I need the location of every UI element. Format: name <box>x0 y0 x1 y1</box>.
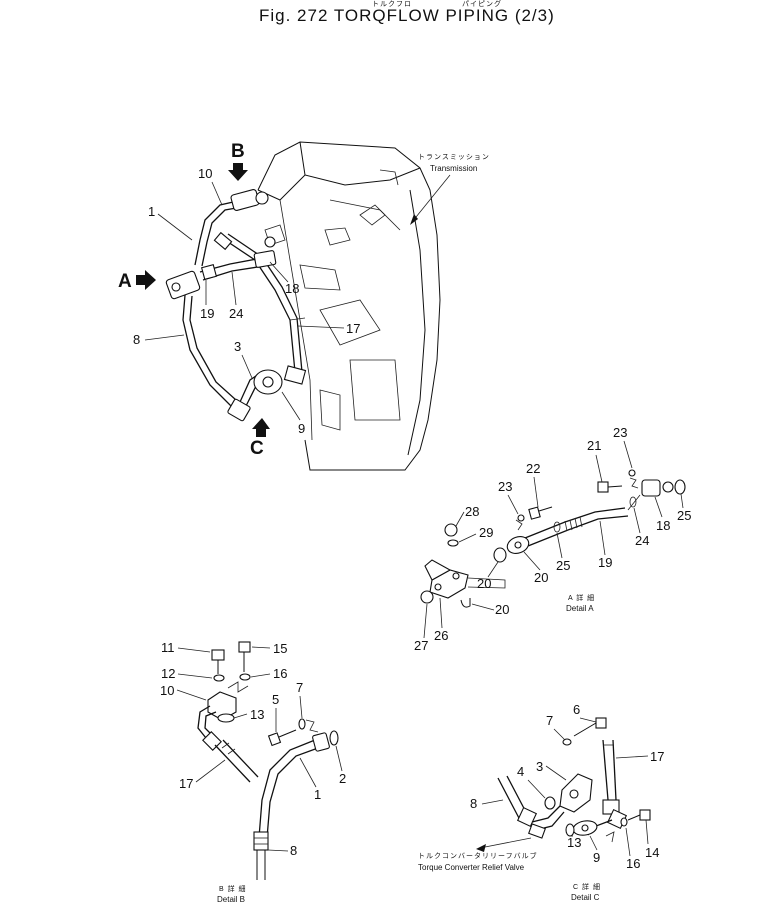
callout-b-13: 13 <box>250 707 264 722</box>
detail-b <box>197 641 339 880</box>
leader-arrowhead <box>410 214 418 225</box>
callout-9: 9 <box>298 421 305 436</box>
block-a-bolt <box>171 282 181 292</box>
detail-b-label: Detail B <box>217 895 245 904</box>
callout-b-15: 15 <box>273 641 287 656</box>
callout-a-23: 23 <box>498 479 512 494</box>
detail-a-label: Detail A <box>566 604 594 613</box>
transmission-housing <box>257 141 441 471</box>
callout-b-10: 10 <box>160 683 174 698</box>
callout-a-24: 19 <box>598 555 612 570</box>
callout-a-18: 18 <box>656 518 670 533</box>
transmission-leader <box>411 174 451 223</box>
callout-a-29: 29 <box>479 525 493 540</box>
detail-a-label-jp: A 詳 細 <box>568 593 595 602</box>
callout-b-5: 5 <box>272 692 279 707</box>
relief-valve-label: Torque Converter Relief Valve <box>418 863 525 872</box>
callout-c-4: 4 <box>517 764 524 779</box>
view-c-arrow <box>252 418 270 437</box>
block-a <box>165 270 201 300</box>
callout-a-25-right: 24 <box>635 533 649 548</box>
detail-c-label-jp: C 詳 細 <box>573 882 601 891</box>
fitting-9 <box>283 365 307 385</box>
callout-b-2: 2 <box>339 771 346 786</box>
callout-c-7: 7 <box>546 713 553 728</box>
hose-clamp-10 <box>213 231 233 251</box>
callout-a-21: 21 <box>587 438 601 453</box>
callout-c-16: 16 <box>626 856 640 871</box>
main-callouts: 1 10 19 24 18 17 8 3 9 <box>133 166 360 436</box>
fitting-18 <box>253 250 277 268</box>
callout-c-6: 6 <box>573 702 580 717</box>
callout-b-17: 17 <box>179 776 193 791</box>
detail-c-callouts: 6 7 3 17 4 8 13 9 16 14 <box>470 702 664 871</box>
callout-3: 3 <box>234 339 241 354</box>
detail-b-label-jp: B 詳 細 <box>219 884 247 893</box>
view-b-letter: B <box>231 141 245 162</box>
callout-c-14: 14 <box>645 845 659 860</box>
callout-c-13: 13 <box>567 835 581 850</box>
callout-17: 17 <box>346 321 360 336</box>
relief-valve-port <box>262 376 274 388</box>
detail-c <box>476 717 651 852</box>
fitting-top-flange <box>255 191 269 205</box>
callout-a-23-top: 23 <box>613 425 627 440</box>
callout-a-19: 20 <box>534 570 548 585</box>
callout-24: 24 <box>229 306 243 321</box>
callout-1: 1 <box>148 204 155 219</box>
callout-a-20-bottom: 27 <box>414 638 428 653</box>
callout-b-12: 12 <box>161 666 175 681</box>
callout-10: 10 <box>198 166 212 181</box>
callout-c-9: 9 <box>593 850 600 865</box>
callout-a-25-left: 25 <box>556 558 570 573</box>
transmission-label: Transmission <box>430 164 477 173</box>
callout-8: 8 <box>133 332 140 347</box>
callout-a-20-mid: 20 <box>477 576 491 591</box>
transmission-label-jp: トランスミッション <box>418 153 490 161</box>
fitting-8-end <box>227 398 251 422</box>
view-c-letter: C <box>250 438 264 459</box>
relief-valve-label-jp: トルクコンバータリリーフバルブ <box>418 851 538 860</box>
callout-c-17: 17 <box>650 749 664 764</box>
view-b-arrow <box>228 163 248 181</box>
view-a-arrow <box>136 270 156 290</box>
callout-b-16: 16 <box>273 666 287 681</box>
detail-c-label: Detail C <box>571 893 600 902</box>
figure-title-jp-2: パイピング <box>462 0 502 8</box>
callout-a-20-right: 25 <box>677 508 691 523</box>
figure-title-jp: トルクフロ <box>372 0 412 8</box>
detail-a-callouts: 23 21 22 23 28 29 20 18 25 25 24 19 20 2… <box>414 425 691 653</box>
callout-c-8: 8 <box>470 796 477 811</box>
callout-b-1: 1 <box>314 787 321 802</box>
callout-a-26: 26 <box>434 628 448 643</box>
callout-b-8: 8 <box>290 843 297 858</box>
callout-b-7: 7 <box>296 680 303 695</box>
callout-c-3: 3 <box>536 759 543 774</box>
callout-a-28: 28 <box>465 504 479 519</box>
callout-19: 19 <box>200 306 214 321</box>
cap-18 <box>264 236 276 248</box>
callout-18: 18 <box>285 281 299 296</box>
callout-b-11: 11 <box>161 640 175 655</box>
callout-a-27: 20 <box>495 602 509 617</box>
detail-b-callouts: 11 15 12 16 10 13 5 7 2 1 17 8 <box>160 640 346 858</box>
fitting-top <box>230 189 260 211</box>
figure-title: Fig. 272 TORQFLOW PIPING (2/3) <box>259 6 555 25</box>
view-a-letter: A <box>118 271 132 292</box>
hose-clamp-19 <box>200 263 218 281</box>
detail-a <box>420 469 686 608</box>
callout-a-22: 22 <box>526 461 540 476</box>
